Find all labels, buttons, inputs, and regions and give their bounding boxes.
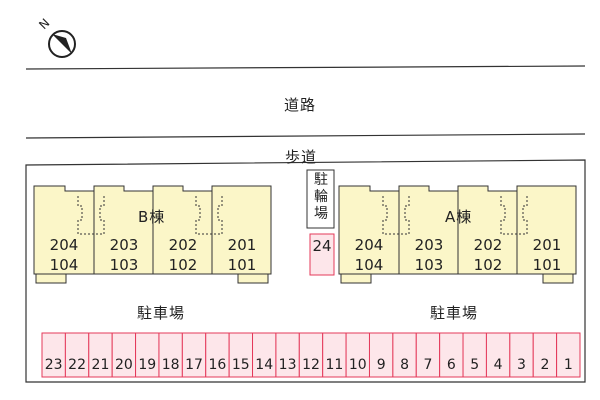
parking-space-number: 2: [540, 357, 550, 373]
bike-parking-label: 駐輪場: [314, 172, 328, 222]
parking-space-number: 12: [302, 357, 320, 373]
unit-lower: 101: [227, 256, 257, 274]
unit-b-2: 203 103: [96, 235, 152, 275]
unit-lower: 103: [109, 256, 139, 274]
unit-upper: 201: [227, 236, 257, 254]
parking-space-number: 5: [470, 357, 480, 373]
road-edge-top: [25, 65, 586, 70]
parking-space-number: 16: [208, 357, 227, 373]
sidewalk-label: 歩道: [285, 148, 318, 166]
building-a-label: A棟: [445, 208, 473, 226]
parking-space-number: 3: [517, 357, 526, 373]
unit-upper: 204: [354, 236, 384, 254]
unit-upper: 203: [414, 236, 444, 254]
unit-b-4: 201 101: [214, 235, 270, 275]
parking-space-number: 20: [114, 357, 133, 373]
unit-a-1: 204 104: [341, 235, 397, 275]
unit-b-3: 202 102: [155, 235, 211, 275]
unit-lower: 101: [532, 256, 562, 274]
parking-space-number: 21: [91, 357, 110, 373]
unit-a-4: 201 101: [519, 235, 575, 275]
parking-space-number: 4: [493, 357, 503, 373]
unit-a-2: 203 103: [401, 235, 457, 275]
building-b: [33, 185, 272, 284]
parking-space-number: 18: [161, 357, 180, 373]
parking-space-number: 9: [376, 357, 386, 373]
unit-upper: 202: [168, 236, 198, 254]
road-label: 道路: [284, 96, 317, 114]
parking-row: [41, 332, 581, 378]
parking-space-number: 22: [68, 357, 86, 373]
parking-space-number: 17: [185, 357, 203, 373]
unit-upper: 203: [109, 236, 139, 254]
north-arrow-icon: N: [36, 16, 76, 58]
parking-space-number: 23: [44, 357, 63, 373]
building-b-label: B棟: [138, 208, 166, 226]
unit-lower: 104: [354, 256, 384, 274]
unit-lower: 102: [473, 256, 503, 274]
unit-lower: 102: [168, 256, 198, 274]
unit-upper: 201: [532, 236, 562, 254]
parking-space-number: 11: [325, 357, 344, 373]
bike-space-24: [309, 233, 335, 276]
parking-space-number: 13: [278, 357, 297, 373]
parking-space-number: 6: [446, 357, 456, 373]
parking-space-number: 15: [231, 357, 250, 373]
unit-lower: 103: [414, 256, 444, 274]
building-a: [338, 185, 577, 284]
parking-space-number: 7: [423, 357, 433, 373]
bike-space-number: 24: [312, 237, 332, 255]
parking-space-number: 14: [255, 357, 274, 373]
unit-upper: 202: [473, 236, 503, 254]
parking-space: [556, 332, 581, 378]
bike-parking-area: [306, 169, 335, 229]
parking-space-number: 8: [400, 357, 410, 373]
parking-space-number: 10: [348, 357, 367, 373]
unit-b-1: 204 104: [36, 235, 92, 275]
parking-label-right: 駐車場: [430, 304, 479, 322]
road-edge-bottom: [25, 133, 586, 139]
north-letter: N: [36, 16, 52, 32]
parking-label-left: 駐車場: [137, 304, 186, 322]
parking-space-number: 19: [138, 357, 157, 373]
parking-space-number: 1: [563, 357, 573, 373]
unit-upper: 204: [49, 236, 79, 254]
unit-a-3: 202 102: [460, 235, 516, 275]
unit-lower: 104: [49, 256, 79, 274]
